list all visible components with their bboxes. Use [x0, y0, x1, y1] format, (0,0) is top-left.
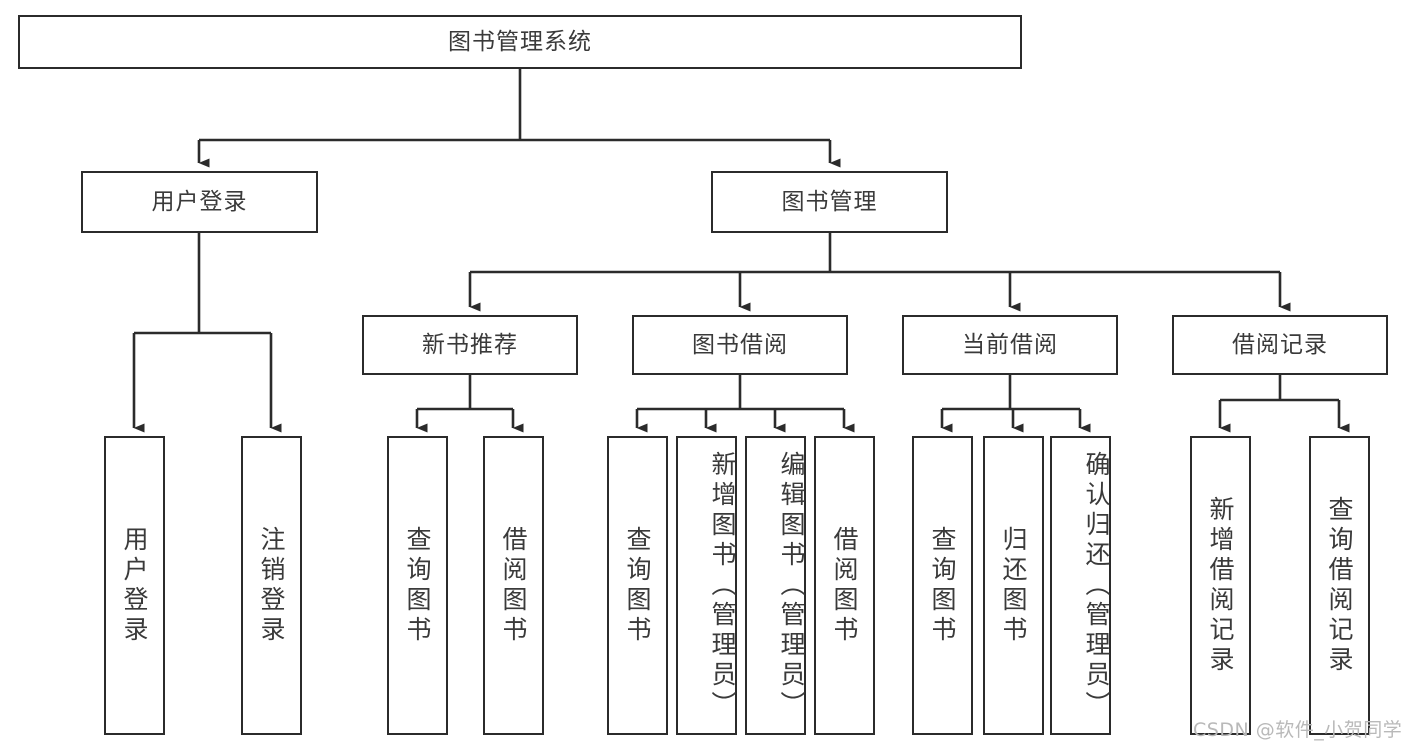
connector-borrow-to-leaves — [635, 375, 855, 433]
leaf-query-book-recommend-label: 查询图书 — [403, 525, 432, 646]
leaf-query-book-borrow[interactable]: 查询图书 — [607, 436, 668, 735]
leaf-confirm-return-admin[interactable]: 确认归还（管理员） — [1050, 436, 1111, 735]
leaf-borrow-book-recommend-label: 借阅图书 — [499, 525, 528, 646]
connector-current-to-leaves — [940, 375, 1091, 433]
connector-record-to-leaves — [1218, 375, 1350, 433]
node-book-borrow[interactable]: 图书借阅 — [632, 315, 848, 375]
leaf-borrow-book[interactable]: 借阅图书 — [814, 436, 875, 735]
node-borrow-record-label: 借阅记录 — [1232, 331, 1328, 358]
leaf-add-book-admin[interactable]: 新增图书（管理员） — [676, 436, 737, 735]
leaf-add-borrow-record[interactable]: 新增借阅记录 — [1190, 436, 1251, 735]
leaf-return-book[interactable]: 归还图书 — [983, 436, 1044, 735]
leaf-query-borrow-record[interactable]: 查询借阅记录 — [1309, 436, 1370, 735]
leaf-add-borrow-record-label: 新增借阅记录 — [1206, 495, 1235, 676]
leaf-logout[interactable]: 注销登录 — [241, 436, 302, 735]
leaf-borrow-book-recommend[interactable]: 借阅图书 — [483, 436, 544, 735]
connector-newbook-to-leaves — [415, 375, 524, 433]
connector-level2-to-level3 — [468, 233, 1291, 312]
node-root-system[interactable]: 图书管理系统 — [18, 15, 1022, 69]
leaf-borrow-book-label: 借阅图书 — [830, 525, 859, 646]
node-book-management-label: 图书管理 — [781, 188, 878, 215]
node-root-label: 图书管理系统 — [448, 28, 592, 55]
leaf-add-book-admin-label: 新增图书（管理员） — [708, 450, 737, 721]
leaf-query-book-current[interactable]: 查询图书 — [912, 436, 973, 735]
connector-root-to-level2 — [197, 69, 841, 168]
node-user-login[interactable]: 用户登录 — [81, 171, 318, 233]
connector-login-to-leaves — [132, 233, 282, 433]
node-borrow-record[interactable]: 借阅记录 — [1172, 315, 1388, 375]
leaf-edit-book-admin[interactable]: 编辑图书（管理员） — [745, 436, 806, 735]
node-new-book-recommend[interactable]: 新书推荐 — [362, 315, 578, 375]
leaf-edit-book-admin-label: 编辑图书（管理员） — [777, 450, 806, 721]
leaf-query-book-borrow-label: 查询图书 — [623, 525, 652, 646]
leaf-confirm-return-admin-label: 确认归还（管理员） — [1082, 450, 1111, 721]
node-current-borrow-label: 当前借阅 — [962, 331, 1058, 358]
node-book-borrow-label: 图书借阅 — [692, 331, 788, 358]
node-book-management[interactable]: 图书管理 — [711, 171, 948, 233]
leaf-user-login-label: 用户登录 — [120, 525, 149, 646]
leaf-logout-label: 注销登录 — [257, 525, 286, 646]
node-current-borrow[interactable]: 当前借阅 — [902, 315, 1118, 375]
node-new-book-recommend-label: 新书推荐 — [422, 331, 518, 358]
node-user-login-label: 用户登录 — [151, 188, 248, 215]
leaf-query-book-recommend[interactable]: 查询图书 — [387, 436, 448, 735]
leaf-user-login[interactable]: 用户登录 — [104, 436, 165, 735]
leaf-return-book-label: 归还图书 — [999, 525, 1028, 646]
leaf-query-borrow-record-label: 查询借阅记录 — [1325, 495, 1354, 676]
leaf-query-book-current-label: 查询图书 — [928, 525, 957, 646]
